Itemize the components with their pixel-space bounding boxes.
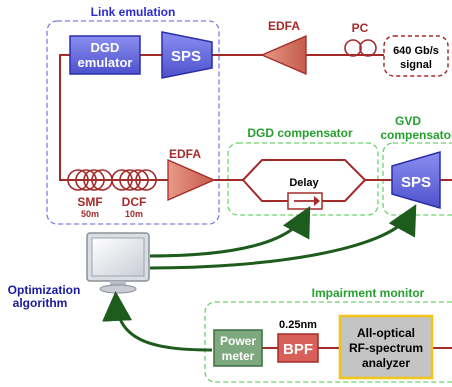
impairment-monitor-title: Impairment monitor <box>312 286 425 300</box>
smf-label: SMF <box>77 195 102 209</box>
analyzer-label-line2: RF-spectrum <box>349 341 423 355</box>
link-emulation-region: Link emulation <box>46 5 220 225</box>
feedback-arrow-monitor <box>102 291 213 352</box>
feedback-arrow-sps <box>149 204 417 270</box>
dcf-length-label: 10m <box>125 209 143 219</box>
feedback-arrows <box>102 204 417 352</box>
input-signal: 640 Gb/s signal <box>383 35 449 77</box>
dgd-emulator-label-line1: DGD <box>91 40 120 55</box>
gvd-compensator-title-line1: GVD <box>395 114 421 128</box>
signal-label-line2: signal <box>400 59 432 71</box>
edfa-bottom-amplifier: EDFA <box>167 147 216 201</box>
computer-monitor-icon <box>86 232 150 294</box>
bpf-label: BPF <box>283 341 313 358</box>
impairment-monitor-region: Impairment monitor <box>204 286 452 383</box>
bpf-block: 0.25nm BPF <box>277 319 319 363</box>
dcf-fiber-coil: DCF 10m <box>111 169 157 219</box>
link-emulation-title: Link emulation <box>91 5 176 19</box>
edfa-top-amplifier: EDFA <box>260 19 307 75</box>
delay-line: Delay <box>287 177 323 210</box>
pc-label: PC <box>352 21 369 35</box>
dgd-emulator-label-line2: emulator <box>78 55 133 70</box>
power-meter-block: Power meter <box>213 329 263 367</box>
polarization-controller: PC <box>344 21 377 57</box>
rf-spectrum-analyzer-block: All-optical RF-spectrum analyzer <box>338 314 434 380</box>
gvd-compensator-title-line2: compensator <box>380 128 452 142</box>
dcf-label: DCF <box>122 195 147 209</box>
smf-length-label: 50m <box>81 209 99 219</box>
analyzer-label-line3: analyzer <box>362 356 410 370</box>
sps-top-block: SPS <box>161 31 213 79</box>
optimization-label-line2: algorithm <box>13 296 68 310</box>
bpf-bandwidth-label: 0.25nm <box>279 319 317 331</box>
sps-top-label: SPS <box>171 48 201 65</box>
analyzer-label-line1: All-optical <box>357 326 415 340</box>
dgd-emulator-block: DGD emulator <box>69 35 141 75</box>
edfa-bottom-label: EDFA <box>169 147 201 161</box>
power-meter-label-line1: Power <box>220 334 256 348</box>
feedback-arrow-delay <box>149 206 311 258</box>
sps-right-block: SPS <box>391 151 441 209</box>
fiber-paths <box>59 54 452 349</box>
dgd-compensator-title: DGD compensator <box>247 126 353 140</box>
delay-label: Delay <box>289 177 319 189</box>
smf-fiber-coil: SMF 50m <box>67 169 113 219</box>
power-meter-label-line2: meter <box>222 349 255 363</box>
optimization-label-line1: Optimization <box>8 283 81 297</box>
signal-label-line1: 640 Gb/s <box>393 45 439 57</box>
edfa-top-label: EDFA <box>268 19 300 33</box>
sps-right-label: SPS <box>401 174 431 191</box>
optimization-algorithm-label: Optimization algorithm <box>8 283 81 310</box>
